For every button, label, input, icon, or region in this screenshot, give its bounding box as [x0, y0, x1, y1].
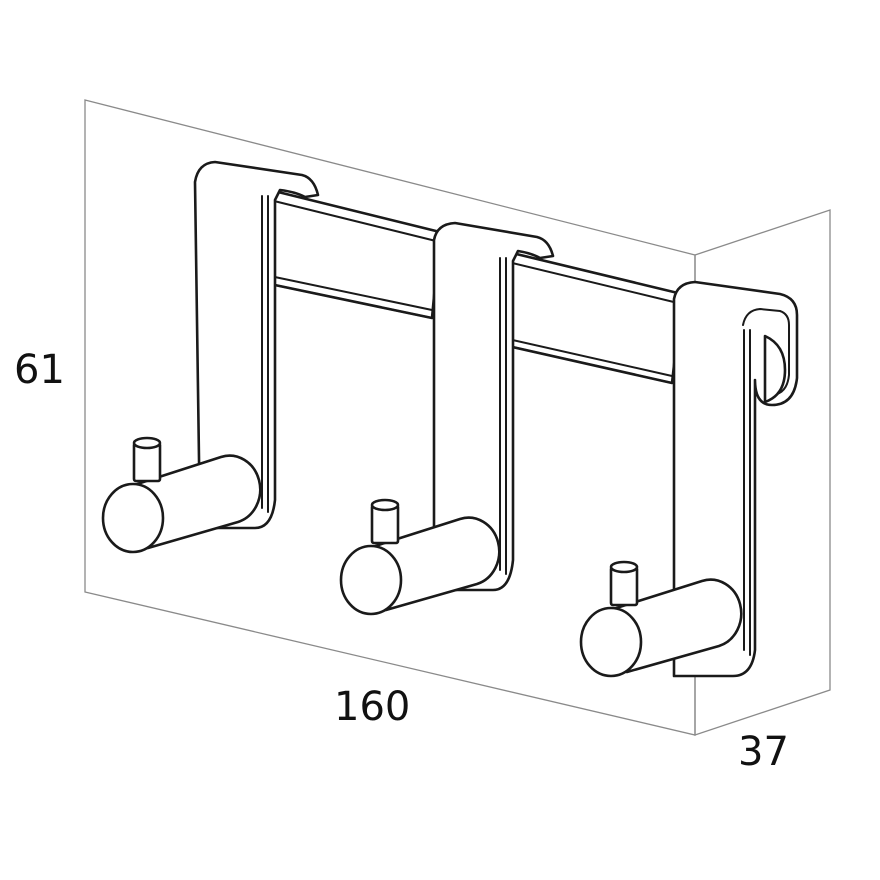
hook-left	[101, 160, 320, 554]
rail-segment-right	[506, 250, 684, 385]
hook-middle	[339, 221, 555, 616]
hook-right	[579, 280, 799, 678]
width-dimension-label: 160	[334, 684, 410, 730]
depth-dimension-label: 37	[738, 729, 789, 775]
triple-hook-rail-icon	[101, 160, 799, 678]
rail-segment-left	[268, 188, 442, 320]
height-dimension-label: 61	[14, 347, 65, 393]
